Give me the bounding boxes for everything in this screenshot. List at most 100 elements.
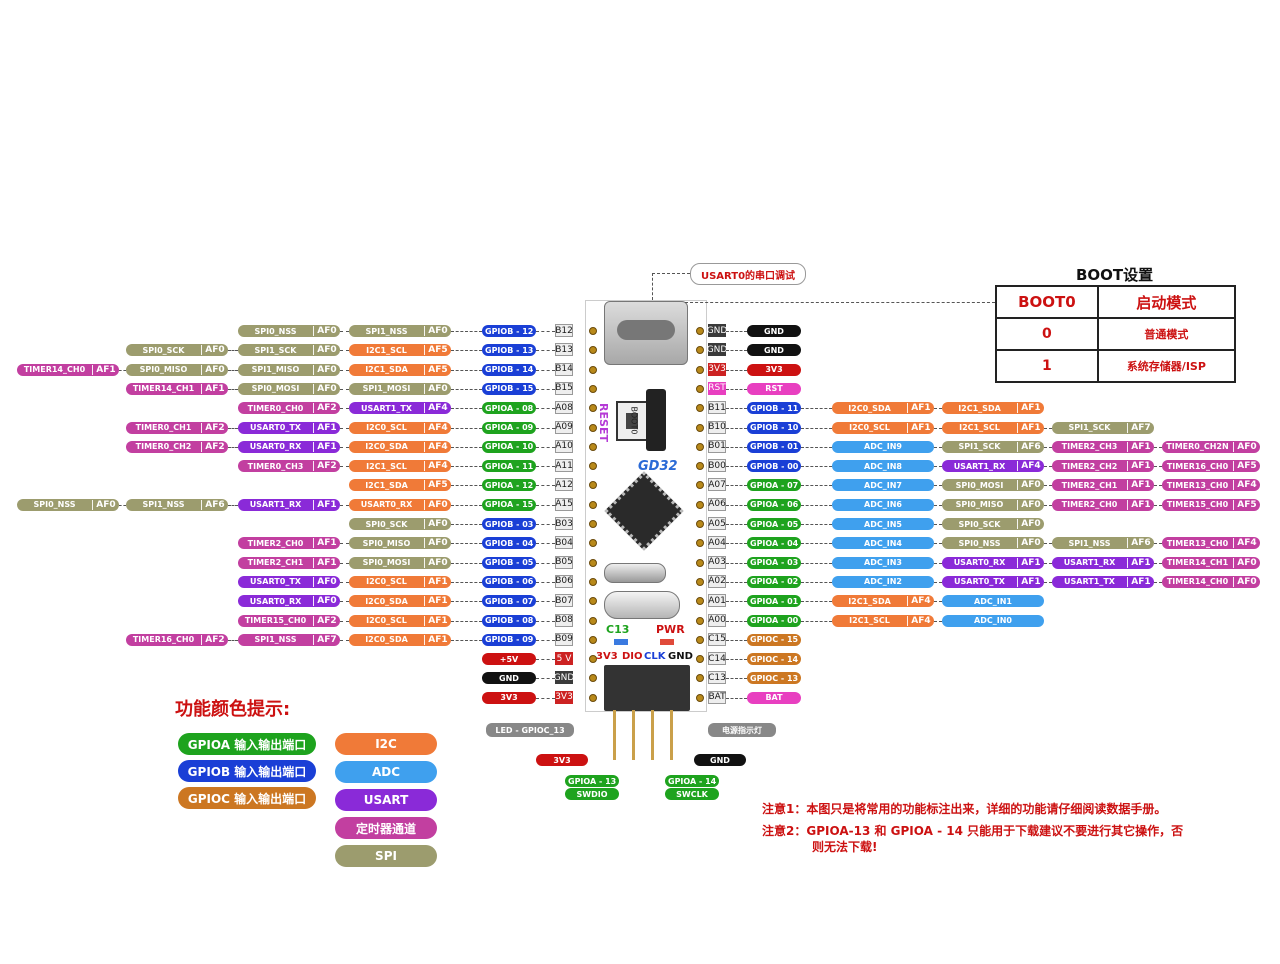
left-dot-5 (589, 423, 597, 432)
right-row-12-item-0-text: GPIOA - 03 (750, 558, 799, 568)
right-row-6-item-3-af: AF1 (1127, 441, 1154, 452)
left-row-4-item-0: GPIOA - 08 (482, 402, 536, 415)
left-row-9-item-3-text: SPI1_NSS (142, 500, 185, 510)
swd-3v3-label: 3V3 (596, 651, 618, 662)
left-link-9-1 (451, 504, 482, 506)
left-line-13 (536, 581, 555, 583)
left-row-14-item-1-af: AF1 (424, 596, 451, 607)
left-line-5 (536, 427, 555, 429)
boot0-jumper[interactable] (646, 389, 666, 451)
left-row-3-item-2-af: AF0 (313, 383, 340, 394)
left-link-12-1 (451, 562, 482, 564)
legend-adc: ADC (335, 761, 437, 783)
left-row-14-item-2-text: USART0_RX (249, 596, 302, 606)
right-row-7-item-2-af: AF4 (1017, 461, 1044, 472)
left-row-15-item-0: GPIOB - 08 (482, 614, 536, 627)
left-dot-7 (589, 462, 597, 471)
right-row-4-item-0: GPIOB - 11 (747, 402, 801, 415)
right-link-12-3 (1044, 562, 1052, 564)
right-row-18-item-0-text: GPIOC - 13 (750, 673, 799, 683)
right-line-14 (726, 601, 747, 603)
right-link-11-4 (1154, 543, 1162, 545)
right-pin-3: RST (708, 381, 726, 395)
left-link-6-1 (451, 446, 482, 448)
reset-button[interactable] (616, 401, 648, 441)
left-dot-1 (589, 346, 597, 355)
left-row-9-item-1-af: AF0 (424, 499, 451, 510)
left-row-6-item-0-text: GPIOA - 10 (485, 442, 534, 452)
left-line-17 (536, 659, 555, 661)
right-row-6-item-2-af: AF6 (1017, 441, 1044, 452)
right-dot-6 (696, 442, 704, 451)
left-row-16-item-1-text: I2C0_SDA (365, 635, 408, 645)
right-dot-16 (696, 635, 704, 644)
swd-clk-label: CLK (644, 651, 666, 662)
left-row-12-item-1-af: AF0 (424, 557, 451, 568)
left-pin-5: A09 (555, 420, 573, 434)
right-row-12-item-2-af: AF1 (1017, 557, 1044, 568)
right-link-4-2 (934, 408, 942, 410)
right-row-4-item-1-af: AF1 (907, 403, 934, 414)
right-dot-1 (696, 346, 704, 355)
left-line-0 (536, 331, 555, 332)
right-row-0-item-0: GND (747, 325, 801, 337)
left-link-13-2 (340, 581, 349, 583)
right-dot-9 (696, 500, 704, 509)
left-row-3-item-1-af: AF0 (424, 383, 451, 394)
left-dot-8 (589, 481, 597, 490)
swd-header (604, 665, 690, 711)
right-row-6-item-4-af: AF0 (1233, 441, 1260, 452)
right-row-17-item-0-text: GPIOC - 14 (750, 654, 799, 664)
right-row-5-item-3-text: SPI1_SCK (1068, 423, 1111, 432)
left-row-11-item-2-text: TIMER2_CH0 (247, 538, 304, 548)
left-row-6-item-0: GPIOA - 10 (482, 440, 536, 453)
swdio-label: SWDIO (565, 788, 619, 800)
left-dot-16 (589, 635, 597, 644)
left-row-2-item-4-text: TIMER14_CH0 (23, 365, 86, 375)
left-dot-19 (589, 693, 597, 702)
right-row-10-item-2-af: AF0 (1017, 519, 1044, 529)
right-row-13-item-4-text: TIMER14_CH0 (1166, 577, 1229, 587)
right-row-11-item-1: ADC_IN4 (832, 537, 934, 550)
right-dot-17 (696, 655, 704, 664)
right-row-1-item-0: GND (747, 344, 801, 357)
left-row-3-item-0: GPIOB - 15 (482, 382, 536, 395)
left-row-8-item-1-af: AF5 (424, 480, 451, 491)
bottom-3v3: 3V3 (536, 754, 588, 766)
right-dot-8 (696, 481, 704, 490)
left-row-7-item-1-text: I2C1_SCL (366, 461, 407, 471)
left-row-7-item-0: GPIOA - 11 (482, 460, 536, 473)
left-link-1-2 (340, 350, 349, 352)
right-dot-7 (696, 462, 704, 471)
boot-row1-value: 1 (995, 349, 1099, 383)
usb-c-connector (604, 301, 688, 365)
left-row-2-item-1-text: I2C1_SDA (365, 365, 408, 375)
left-row-5-item-3-af: AF2 (201, 422, 228, 433)
right-pin-0: GND (706, 324, 728, 337)
left-line-7 (536, 466, 555, 468)
left-link-5-3 (228, 427, 238, 429)
left-row-16-item-1-af: AF1 (424, 634, 451, 645)
left-row-8-item-0: GPIOA - 12 (482, 479, 536, 492)
right-row-12-item-3-af: AF1 (1127, 557, 1154, 568)
left-pin-1: B13 (555, 343, 573, 357)
right-pin-7: B00 (708, 459, 726, 473)
left-row-3-item-1-text: SPI1_MOSI (362, 384, 411, 394)
left-pin-14: B07 (555, 594, 573, 608)
right-row-5-item-3-af: AF7 (1127, 422, 1154, 433)
right-pin-11: A04 (708, 536, 726, 550)
right-row-4-item-1-text: I2C0_SDA (848, 403, 891, 413)
